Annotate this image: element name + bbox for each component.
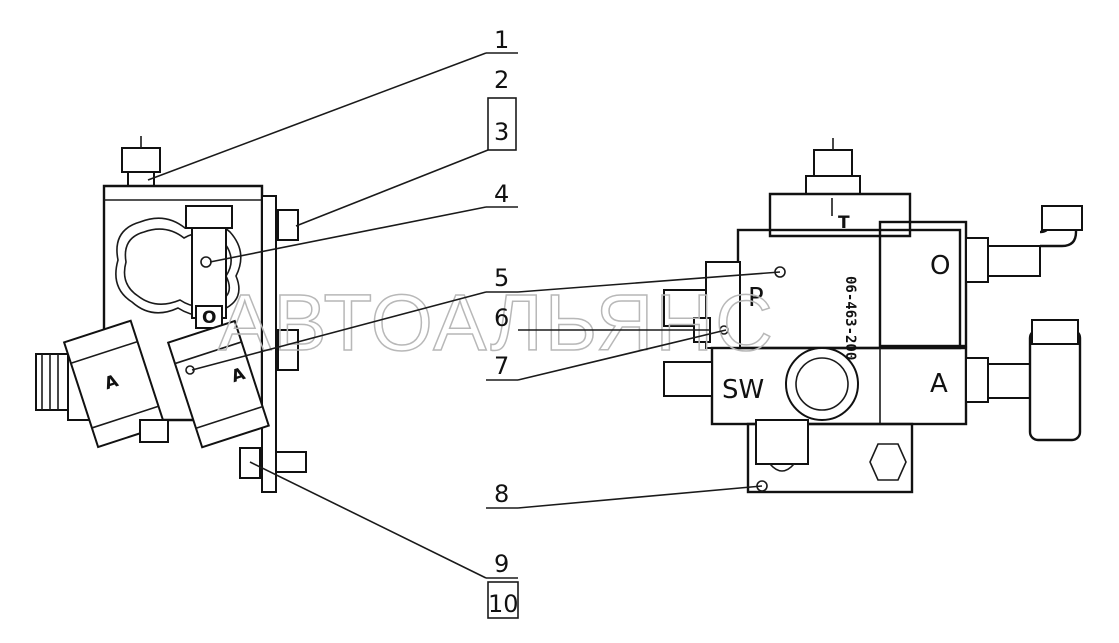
callout-3: 3	[494, 118, 509, 146]
right-hex-nut	[869, 443, 907, 481]
right-port-o-label: O	[930, 251, 950, 281]
left-plate-nut-mid	[277, 329, 299, 371]
callout-8: 8	[494, 480, 509, 508]
right-port-a-label: A	[930, 369, 948, 399]
right-a-tee	[1028, 328, 1082, 442]
left-plate-nut-bottom	[239, 447, 261, 479]
right-port-p-label: P	[748, 283, 764, 313]
left-end-cap	[35, 353, 69, 411]
callout-10: 10	[488, 590, 519, 618]
callout-9: 9	[494, 550, 509, 578]
left-fitting-a1: A	[62, 319, 166, 449]
right-sw-bolt	[663, 361, 713, 397]
right-o-fitting	[987, 245, 1041, 277]
left-port-o-label: O	[202, 308, 216, 328]
callout-numbers: 1 2 3 4 5 6 7 8 9 10	[488, 26, 519, 618]
left-top-bolt	[121, 147, 161, 173]
right-top-bolt	[813, 149, 853, 177]
right-part-number: 06-463-200	[842, 276, 858, 360]
right-a-fitting	[987, 363, 1031, 399]
right-mounting-plate	[746, 422, 914, 494]
left-fitting-a2: A	[166, 319, 270, 449]
callout-6: 6	[494, 304, 509, 332]
callout-1: 1	[494, 26, 509, 54]
left-casting-outline	[115, 217, 242, 317]
callout-7: 7	[494, 352, 509, 380]
callout-2: 2	[494, 66, 509, 94]
right-valve-assembly: T 06-463-200 O P SW A	[663, 138, 1083, 494]
right-port-t-label: T	[838, 213, 850, 233]
leader-lines	[147, 52, 781, 619]
left-plate-nut-top	[277, 209, 299, 241]
right-upper-block	[768, 192, 912, 238]
left-fitting-cap	[185, 205, 233, 229]
callout-4: 4	[494, 180, 509, 208]
left-valve-assembly: O A A	[35, 136, 307, 493]
right-port-sw-label: SW	[722, 375, 764, 405]
callout-5: 5	[494, 264, 509, 292]
